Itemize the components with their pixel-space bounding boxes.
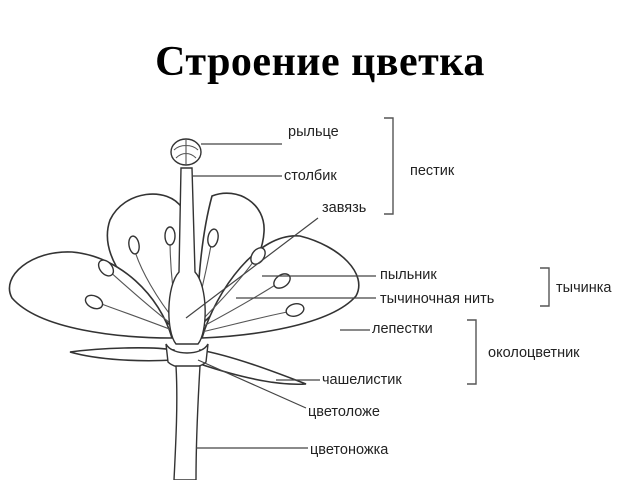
label-receptacle: цветоложе [308,404,380,420]
leader-lines [185,143,376,449]
group-pistil: пестик [410,163,455,179]
sepal-left [69,347,175,362]
bracket-stamen [540,267,550,307]
label-sepal: чашелистик [322,372,402,388]
sepal-right [199,349,307,386]
pedicel [173,365,201,480]
pistil [168,138,206,345]
label-ovary: завязь [322,200,366,216]
label-anther: пыльник [380,267,437,283]
flower-illustration [8,138,360,480]
label-petals: лепестки [372,321,433,337]
receptacle [165,343,209,369]
bracket-perianth [467,319,477,385]
label-style: столбик [284,168,337,184]
group-stamen: тычинка [556,280,612,296]
label-filament: тычиночная нить [380,291,494,307]
bracket-pistil [384,117,394,215]
page-title: Строение цветка [155,39,485,85]
label-pedicel: цветоножка [310,442,389,458]
group-perianth: околоцветник [488,345,580,361]
label-stigma: рыльце [288,124,339,140]
